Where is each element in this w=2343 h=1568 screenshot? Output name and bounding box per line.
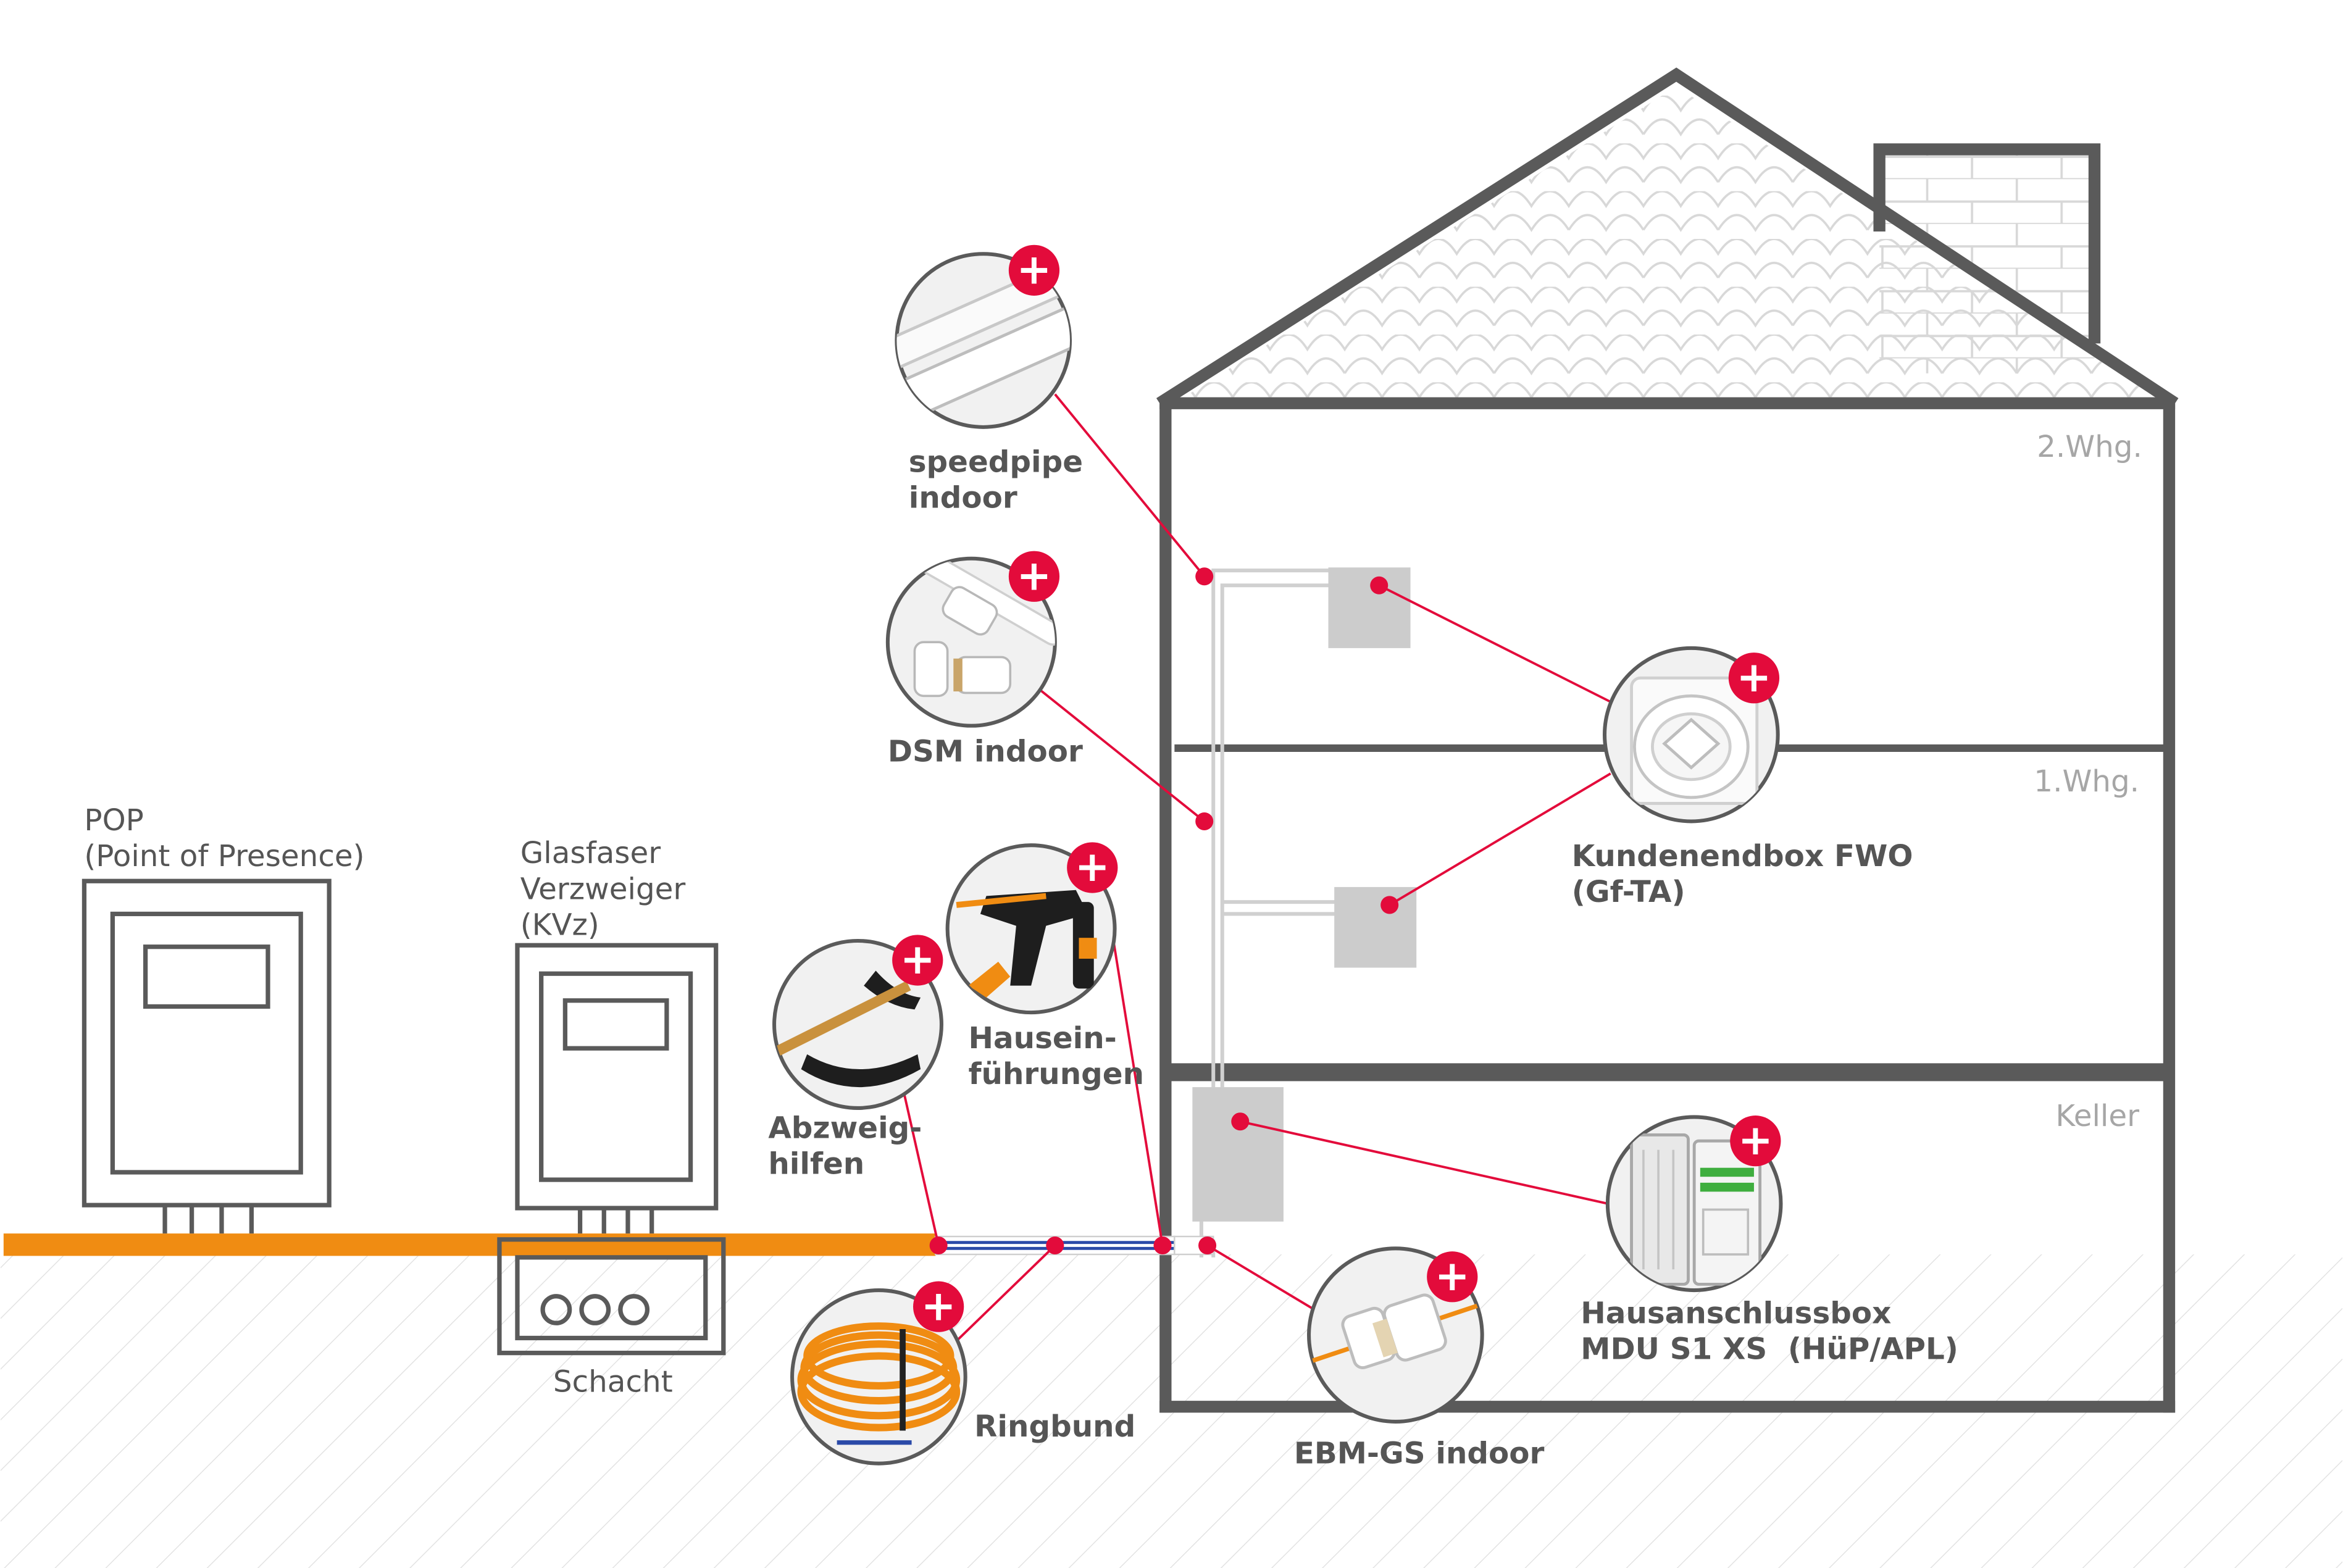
kvz-label-line3: (KVz): [520, 907, 599, 942]
plus-icon: +: [1075, 842, 1110, 891]
kundenendbox-label-line1: Kundenendbox FWO: [1572, 839, 1913, 874]
basement-distribution-box: [1192, 1087, 1284, 1222]
hausanschlussbox-label-line1: Hausanschlussbox: [1581, 1296, 1891, 1330]
speedpipe-label-line2: indoor: [909, 480, 1017, 515]
ebm-label: EBM-GS indoor: [1294, 1437, 1545, 1471]
plus-icon: +: [1017, 245, 1052, 294]
hotspot-hauseinfuehrungen[interactable]: +: [945, 842, 1118, 1015]
house-connection-box-icon: [1630, 1133, 1762, 1286]
abzweighilfen-label-line1: Abzweig-: [768, 1111, 922, 1145]
hotspot-hausanschlussbox[interactable]: +: [1605, 1115, 1783, 1293]
kvz-cabinet: [515, 943, 719, 1234]
hotspot-ringbund[interactable]: +: [790, 1281, 967, 1466]
floor-label-basement: Keller: [2055, 1099, 2139, 1133]
hauseinfuehrungen-label-line1: Hausein-: [969, 1021, 1117, 1056]
cable-coil-icon: [797, 1322, 961, 1445]
speedpipe-label-line1: speedpipe: [909, 444, 1083, 479]
plus-icon: +: [1738, 1116, 1773, 1164]
duct-connector-icon: [913, 558, 1055, 698]
apartment-box-middle: [1334, 886, 1417, 968]
plus-icon: +: [921, 1281, 956, 1330]
chimney: [1879, 149, 2095, 373]
plus-icon: +: [1737, 653, 1772, 701]
hotspot-ebm-gs-indoor[interactable]: +: [1307, 1246, 1484, 1424]
hotspot-kundenendbox-fwo[interactable]: +: [1603, 646, 1780, 824]
house-outline: [1159, 397, 2176, 1413]
customer-box-icon: [1630, 676, 1759, 805]
schacht-label: Schacht: [553, 1365, 673, 1399]
kundenendbox-label-line2: (Gf-TA): [1572, 875, 1685, 909]
hotspot-dsm-indoor[interactable]: +: [885, 548, 1067, 728]
connection-dots: [929, 567, 1399, 1254]
fiber-trunk-line: [3, 1233, 936, 1256]
plus-icon: +: [1017, 551, 1052, 600]
dsm-label: DSM indoor: [888, 735, 1083, 769]
floor-label-middle: 1.Whg.: [2034, 764, 2139, 799]
plus-icon: +: [900, 935, 935, 983]
building-entry-icon: [956, 890, 1097, 998]
hauseinfuehrungen-label-line2: führungen: [969, 1057, 1145, 1091]
duct-to-house: [935, 1235, 1214, 1256]
callout-lines: [901, 393, 1611, 1342]
schacht-manhole: [497, 1237, 726, 1356]
pop-label-line2: (Point of Presence): [84, 839, 364, 874]
roof: [1156, 67, 2179, 409]
abzweighilfen-label-line2: hilfen: [768, 1146, 864, 1181]
branch-aid-icon: [775, 970, 921, 1088]
hotspot-abzweighilfen[interactable]: +: [772, 935, 943, 1110]
floor-label-top: 2.Whg.: [2037, 430, 2142, 464]
hausanschlussbox-label-line2: MDU S1 XS (HüP/APL): [1581, 1332, 1958, 1366]
pop-label-line1: POP: [84, 803, 143, 838]
ringbund-label: Ringbund: [974, 1409, 1135, 1444]
kvz-label-line2: Verzweiger: [520, 872, 686, 906]
kvz-label-line1: Glasfaser: [520, 836, 661, 870]
plus-icon: +: [1435, 1251, 1470, 1300]
hotspot-speedpipe-indoor[interactable]: +: [842, 238, 1130, 443]
pop-cabinet: [81, 878, 332, 1234]
gas-seal-connector-icon: [1309, 1293, 1480, 1369]
apartment-box-top: [1328, 567, 1411, 648]
